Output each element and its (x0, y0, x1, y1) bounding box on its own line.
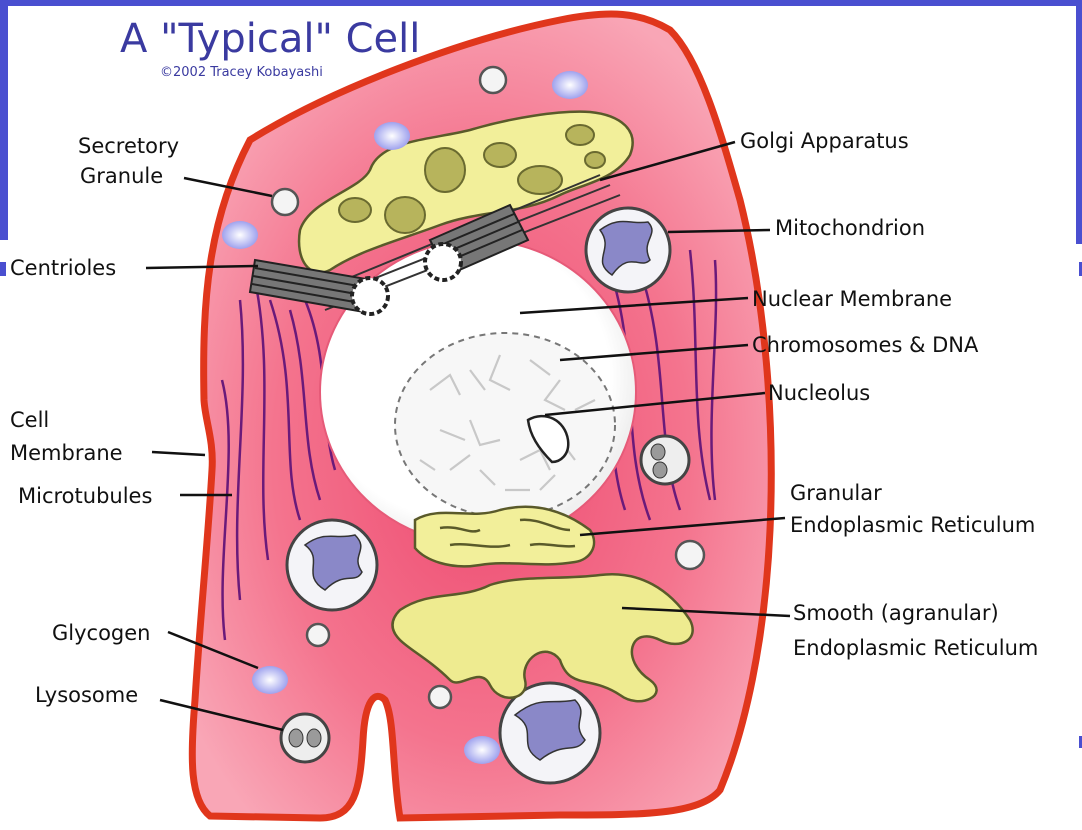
label-smooth-er: Smooth (agranular) (793, 601, 999, 625)
granular-er (415, 507, 594, 567)
label-nuclear-membrane: Nuclear Membrane (752, 287, 952, 311)
label-glycogen: Glycogen (52, 621, 151, 645)
label-secretory-granule: Granule (80, 164, 163, 188)
lysosome-right (641, 436, 689, 484)
label-smooth-er: Endoplasmic Reticulum (793, 636, 1038, 660)
diagram-title: A "Typical" Cell (120, 16, 420, 62)
label-microtubules: Microtubules (18, 484, 152, 508)
label-chromosomes-dna: Chromosomes & DNA (752, 333, 979, 357)
label-cell-membrane: Cell (10, 408, 49, 432)
mitochondrion-top (586, 208, 670, 292)
label-lysosome: Lysosome (35, 683, 138, 707)
copyright-credit: ©2002 Tracey Kobayashi (160, 65, 323, 80)
label-cell-membrane: Membrane (10, 441, 123, 465)
label-golgi-apparatus: Golgi Apparatus (740, 129, 909, 153)
label-granular-er: Endoplasmic Reticulum (790, 513, 1035, 537)
label-granular-er: Granular (790, 481, 882, 505)
lysosome (281, 714, 329, 762)
label-mitochondrion: Mitochondrion (775, 216, 925, 240)
mitochondrion-left (287, 520, 377, 610)
label-nucleolus: Nucleolus (768, 381, 870, 405)
label-centrioles: Centrioles (10, 256, 116, 280)
label-secretory-granule: Secretory (78, 134, 179, 158)
